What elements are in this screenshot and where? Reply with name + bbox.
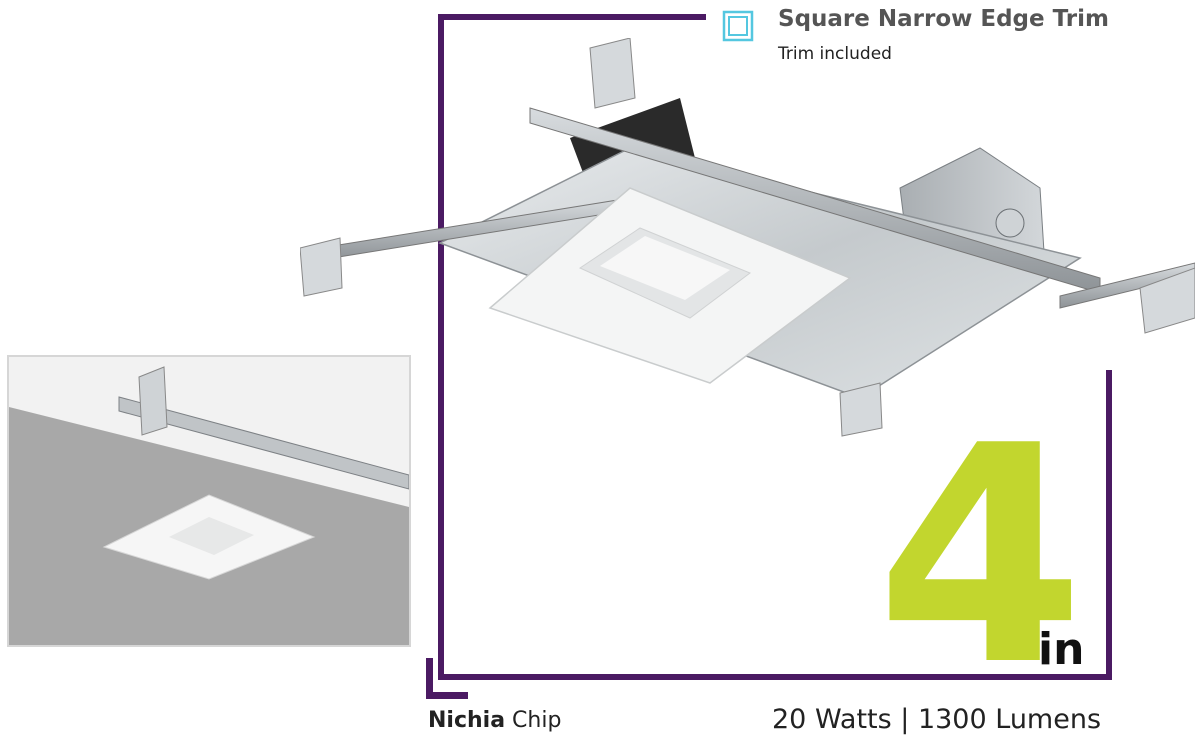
corner-bracket-horizontal [426,692,468,699]
chip-brand: Nichia [428,708,506,733]
frame-right-line [1106,370,1112,680]
square-trim-icon [722,10,754,42]
frame-top-line [438,14,706,20]
chip-caption: Nichia Chip [428,708,561,733]
housing-illustration [300,38,1195,437]
installed-view-illustration [9,357,409,645]
size-number: 4 [876,382,1085,731]
frame-left-line [438,14,444,680]
installed-view-inset [7,355,411,647]
corner-bracket-vertical [426,658,433,698]
trim-subtitle: Trim included [778,44,892,64]
specs-caption: 20 Watts | 1300 Lumens [772,704,1102,735]
size-unit: in [1038,624,1085,675]
frame-bottom-line [438,674,1112,680]
trim-title: Square Narrow Edge Trim [778,6,1109,32]
chip-label: Chip [512,708,562,733]
